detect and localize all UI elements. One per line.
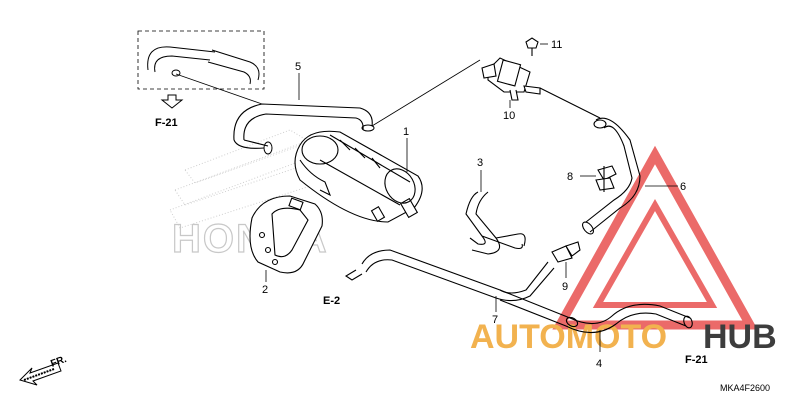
- evap-canister: [294, 130, 423, 223]
- watermark-hub-text: HUB: [703, 318, 777, 356]
- hose-3: [465, 191, 526, 255]
- part-number-8: 8: [567, 171, 573, 183]
- front-arrow-icon: [19, 362, 62, 386]
- part-number-7: 7: [492, 314, 498, 326]
- down-arrow-icon: [160, 94, 184, 109]
- hose-clip: [595, 165, 617, 192]
- purge-control-valve: [481, 57, 541, 101]
- hose-5: [233, 103, 373, 141]
- part-number-11: 11: [551, 39, 562, 51]
- part-number-9: 9: [562, 281, 568, 293]
- hose-4: [499, 289, 693, 334]
- part-number-2: 2: [262, 284, 268, 296]
- canister-band: [249, 195, 323, 274]
- diagram-code: MKA4F2600: [720, 383, 770, 393]
- part-number-10: 10: [503, 110, 515, 122]
- part-number-1: 1: [403, 126, 409, 138]
- hose-6: [539, 87, 641, 235]
- front-label: FR.: [49, 354, 68, 370]
- ref-f21-top: F-21: [155, 117, 178, 129]
- automotohub-triangle-logo: [552, 145, 758, 330]
- part-number-6: 6: [680, 181, 686, 193]
- hose-inset-upper: [147, 46, 216, 71]
- ref-e2: E-2: [323, 295, 340, 307]
- ref-f21-bottom: F-21: [685, 354, 708, 366]
- reference-dashed-box: [137, 30, 265, 90]
- hose-7: [344, 249, 555, 302]
- part-number-3: 3: [477, 157, 483, 169]
- hose-inset-lower: [154, 55, 211, 73]
- part-number-4: 4: [596, 358, 602, 370]
- bolt: [525, 37, 539, 56]
- hose-joint: [551, 241, 581, 263]
- part-number-5: 5: [295, 61, 301, 73]
